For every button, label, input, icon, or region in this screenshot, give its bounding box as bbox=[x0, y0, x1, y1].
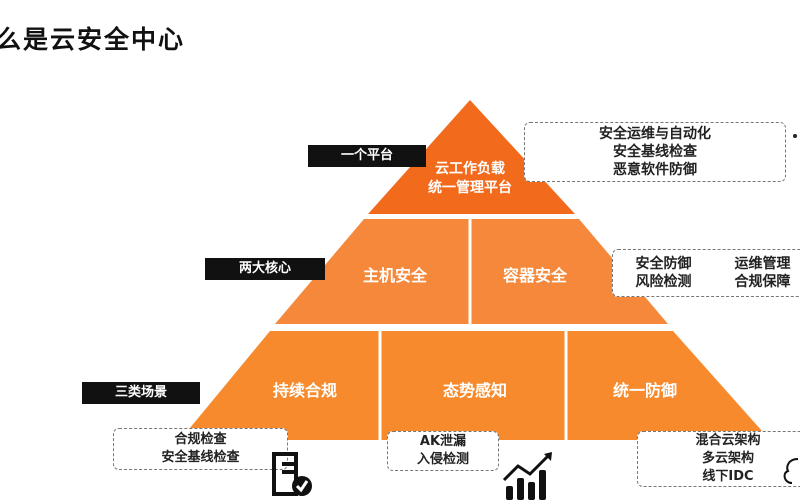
feature: 安全防御 bbox=[635, 256, 692, 272]
document-check-icon bbox=[272, 452, 312, 496]
feature: 风险检测 bbox=[635, 274, 692, 290]
feature: 运维管理 bbox=[734, 256, 791, 272]
scene-box-compliance: 合规检查 安全基线检查 bbox=[113, 428, 288, 470]
scene-box-situation: AK泄漏 入侵检测 bbox=[387, 431, 499, 471]
feature: 安全基线检查 bbox=[613, 144, 697, 160]
core-container-security: 容器安全 bbox=[502, 266, 567, 285]
platform-line1: 云工作负载 bbox=[435, 161, 505, 177]
tier-platform bbox=[368, 100, 575, 214]
platform-line2: 统一管理平台 bbox=[428, 180, 512, 196]
scene-compliance: 持续合规 bbox=[272, 381, 337, 400]
feature: 合规保障 bbox=[734, 274, 791, 290]
box-line: 多云架构 bbox=[701, 451, 754, 466]
core-features: 安全防御 运维管理 风险检测 合规保障 bbox=[612, 249, 800, 297]
scene-defense: 统一防御 bbox=[612, 381, 677, 400]
box-line: AK泄漏 bbox=[419, 434, 467, 449]
box-line: 线下IDC bbox=[702, 469, 754, 484]
tag-platform: 一个平台 bbox=[308, 145, 426, 167]
feature: 安全运维与自动化 bbox=[599, 126, 711, 142]
box-line: 合规检查 bbox=[174, 432, 227, 447]
page-title: 么是云安全中心 bbox=[0, 25, 186, 54]
box-line: 安全基线检查 bbox=[161, 450, 240, 465]
box-line: 混合云架构 bbox=[695, 433, 761, 448]
bullet-dot bbox=[793, 134, 797, 138]
tier-scenes bbox=[180, 331, 770, 440]
platform-label: 云工作负载 统一管理平台 bbox=[400, 160, 540, 198]
tag-scenes: 三类场景 bbox=[82, 382, 200, 404]
core-host-security: 主机安全 bbox=[362, 266, 427, 285]
tag-core: 两大核心 bbox=[205, 258, 325, 280]
scene-situation: 态势感知 bbox=[442, 381, 507, 400]
trend-chart-icon bbox=[502, 452, 552, 500]
platform-features: 安全运维与自动化 安全基线检查 恶意软件防御 bbox=[524, 122, 786, 182]
feature: 恶意软件防御 bbox=[613, 162, 697, 178]
scene-box-defense: 混合云架构 多云架构 线下IDC bbox=[637, 431, 800, 487]
cloud-icon bbox=[783, 458, 799, 484]
box-line: 入侵检测 bbox=[416, 452, 469, 467]
